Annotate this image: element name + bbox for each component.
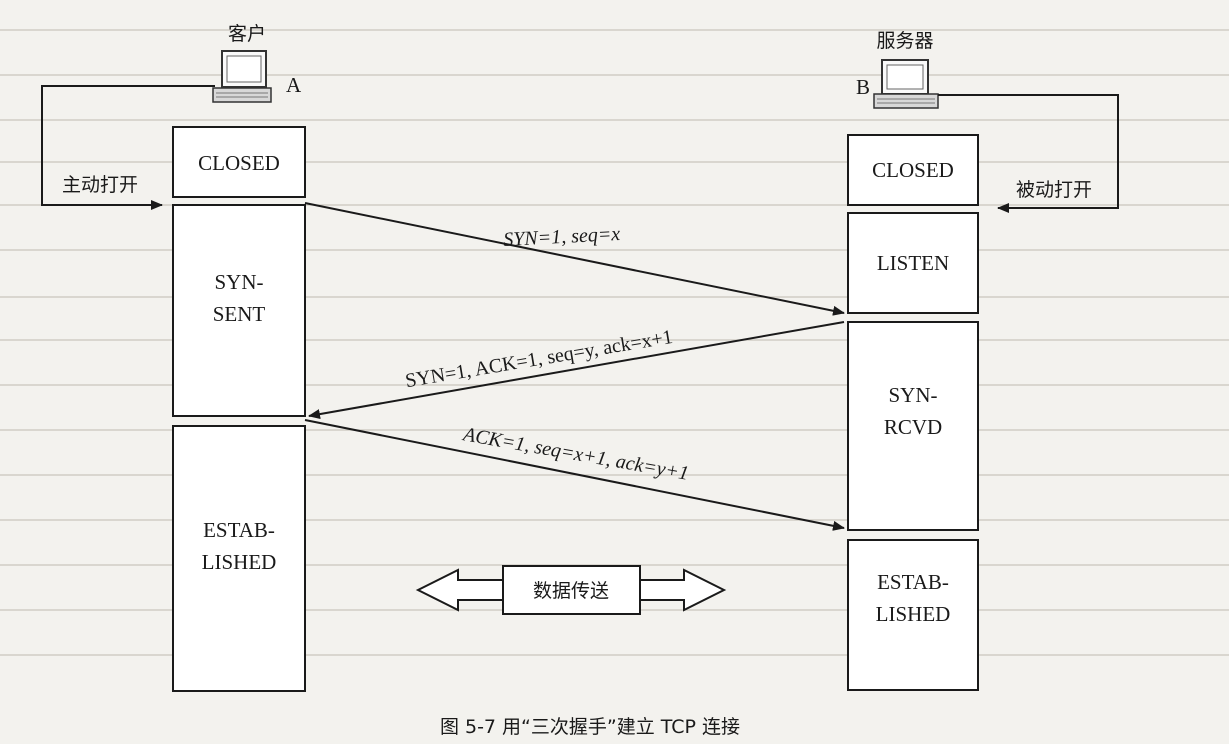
active-open-arrow	[41, 85, 215, 210]
state-line: SYN-	[214, 270, 263, 294]
server-state-closed-box	[847, 134, 979, 206]
data-transfer-label: 数据传送	[533, 580, 609, 602]
state-line: RCVD	[884, 415, 942, 439]
client-state-closed: CLOSED	[198, 151, 280, 175]
client-state-established: ESTAB- LISHED	[202, 518, 277, 574]
client-state-established-box	[172, 425, 306, 692]
state-line: ESTAB-	[203, 518, 275, 542]
client-state-closed-box	[172, 126, 306, 198]
client-state-syn-sent: SYN- SENT	[213, 270, 266, 326]
server-state-syn-rcvd-box	[847, 321, 979, 531]
server-state-listen: LISTEN	[877, 251, 949, 275]
state-line: SYN-	[888, 383, 937, 407]
server-name: 服务器	[876, 30, 933, 52]
server-state-closed: CLOSED	[872, 158, 954, 182]
server-id: B	[856, 75, 870, 99]
message-arrow-ack	[304, 419, 845, 531]
client-id: A	[286, 73, 302, 97]
server-state-established-box	[847, 539, 979, 691]
message-arrow-syn	[304, 202, 845, 316]
message-arrow-syn-ack	[308, 321, 845, 420]
data-transfer-left-arrow	[415, 568, 504, 612]
passive-open-arrow	[938, 94, 1119, 213]
message-label-syn: SYN=1, seq=x	[503, 223, 621, 251]
client-state-syn-sent-box	[172, 204, 306, 417]
state-line: LISHED	[876, 602, 951, 626]
state-line: SENT	[213, 302, 266, 326]
figure-caption: 图 5-7 用“三次握手”建立 TCP 连接	[440, 716, 740, 738]
passive-open-label: 被动打开	[1016, 179, 1092, 201]
server-icon	[873, 59, 939, 109]
active-open-label: 主动打开	[62, 174, 138, 196]
state-line: ESTAB-	[877, 570, 949, 594]
computer-icon	[212, 50, 272, 103]
server-state-listen-box	[847, 212, 979, 314]
state-line: LISHED	[202, 550, 277, 574]
data-transfer-box	[502, 565, 641, 615]
data-transfer-right-arrow	[639, 568, 727, 612]
client-name: 客户	[228, 23, 266, 45]
server-state-established: ESTAB- LISHED	[876, 570, 951, 626]
server-state-syn-rcvd: SYN- RCVD	[884, 383, 942, 439]
